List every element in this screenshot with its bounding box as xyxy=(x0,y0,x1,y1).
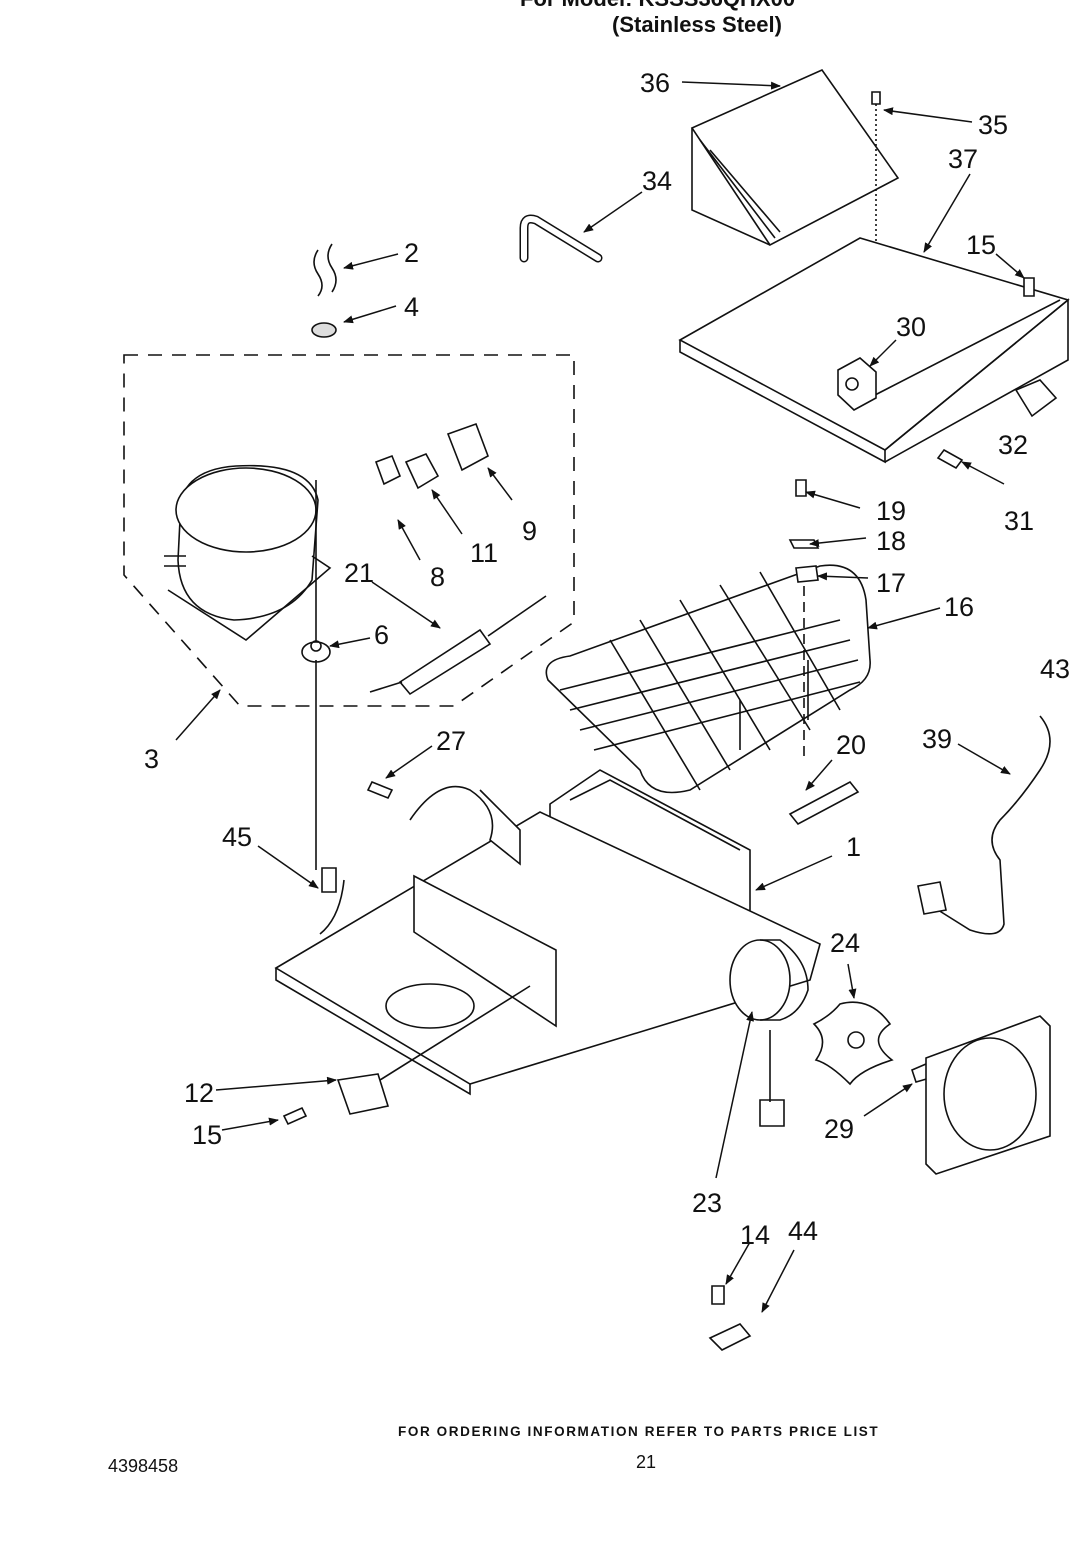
callout-2: 2 xyxy=(404,238,419,268)
callout-1: 1 xyxy=(846,832,861,862)
part-screw-15-top xyxy=(1023,277,1035,297)
callout-34: 34 xyxy=(642,166,672,196)
document-number: 4398458 xyxy=(108,1456,179,1476)
part-screw-15-bottom xyxy=(282,1106,308,1126)
part-fan-motor xyxy=(729,939,809,1127)
callout-21: 21 xyxy=(344,558,374,588)
callout-17: 17 xyxy=(876,568,906,598)
part-screw-27 xyxy=(366,780,394,800)
ordering-note: FOR ORDERING INFORMATION REFER TO PARTS … xyxy=(398,1424,880,1439)
callout-31: 31 xyxy=(1004,506,1034,536)
callout-36: 36 xyxy=(640,68,670,98)
callout-19: 19 xyxy=(876,496,906,526)
part-fan-blade xyxy=(812,1001,894,1086)
callout-4: 4 xyxy=(404,292,419,322)
callout-23: 23 xyxy=(692,1188,722,1218)
part-bracket xyxy=(678,237,1070,464)
callout-32: 32 xyxy=(998,430,1028,460)
model-title: For Model: KSSS36QHX00 xyxy=(520,0,795,12)
callout-12: 12 xyxy=(184,1078,214,1108)
callout-45: 45 xyxy=(222,822,252,852)
callout-11: 11 xyxy=(470,538,498,568)
part-overload-9 xyxy=(446,422,489,472)
part-screw-31 xyxy=(936,448,964,470)
callout-16: 16 xyxy=(944,592,974,622)
model-finish: (Stainless Steel) xyxy=(612,12,782,37)
callout-14: 14 xyxy=(740,1220,770,1250)
part-relay-11 xyxy=(404,452,440,490)
part-power-cord xyxy=(917,715,1051,935)
part-terminal-box xyxy=(336,1073,390,1115)
callout-3: 3 xyxy=(144,744,159,774)
callout-44: 44 xyxy=(788,1216,818,1246)
callout-15-bottom: 15 xyxy=(192,1120,222,1150)
callout-20: 20 xyxy=(836,730,866,760)
part-wire-harness xyxy=(315,660,345,935)
callout-24: 24 xyxy=(830,928,860,958)
part-clamp-17 xyxy=(795,565,819,583)
part-fan-shroud xyxy=(925,1015,1051,1175)
part-condenser xyxy=(545,564,871,794)
page-number: 21 xyxy=(636,1452,657,1472)
part-screw-19 xyxy=(795,479,807,497)
part-screw-14 xyxy=(711,1285,725,1305)
part-bracket-32 xyxy=(1014,379,1058,418)
part-cover xyxy=(690,69,900,247)
callout-29: 29 xyxy=(824,1114,854,1144)
part-washer xyxy=(311,322,337,338)
part-grommet xyxy=(301,480,331,663)
part-tie-strap xyxy=(788,780,860,826)
callout-30: 30 xyxy=(896,312,926,342)
callout-39: 39 xyxy=(922,724,952,754)
part-relay-cover-8 xyxy=(374,454,402,486)
callout-8: 8 xyxy=(430,562,445,592)
part-ground-clip xyxy=(708,1323,752,1351)
part-drier xyxy=(369,595,547,696)
callout-9: 9 xyxy=(522,516,537,546)
callout-18: 18 xyxy=(876,526,906,556)
compressor-group-boundary xyxy=(123,354,575,707)
part-clip xyxy=(313,243,337,297)
callout-15-top: 15 xyxy=(966,230,996,260)
callout-27: 27 xyxy=(436,726,466,756)
part-base-plate xyxy=(274,785,821,1096)
part-screw-35 xyxy=(871,91,881,312)
part-temperature-control xyxy=(837,357,877,411)
callout-43: 43 xyxy=(1040,654,1070,684)
callout-37: 37 xyxy=(948,144,978,174)
callout-35: 35 xyxy=(978,110,1008,140)
callout-6: 6 xyxy=(374,620,389,650)
part-compressor xyxy=(164,464,332,641)
